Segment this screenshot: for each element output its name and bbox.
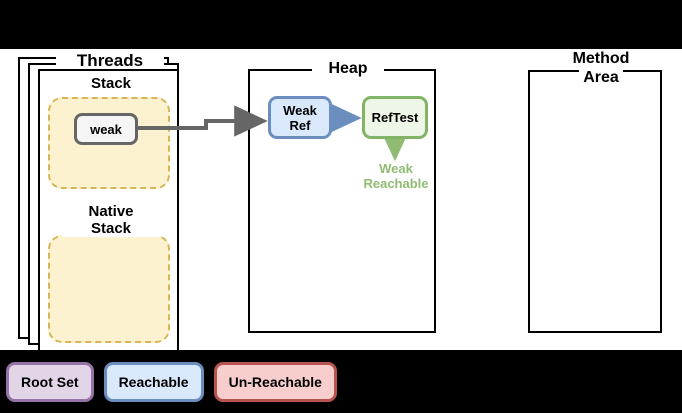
- weak-local-variable-box[interactable]: weak: [74, 113, 138, 145]
- legend-item-root-set[interactable]: Root Set: [6, 362, 94, 402]
- weakref-label-line2: Ref: [289, 117, 311, 133]
- method-area-region: [528, 70, 662, 333]
- weakref-object-box[interactable]: Weak Ref: [268, 96, 332, 139]
- weak-reachable-line2: Reachable: [363, 176, 429, 191]
- method-area-title-line1: Method: [568, 50, 634, 67]
- arrow-root-to-weakref: [138, 105, 268, 137]
- diagram-canvas: Threads Stack weak Native Stack Heap Wea…: [0, 49, 682, 353]
- method-area-title-line2: Area: [579, 69, 623, 86]
- native-stack-title-line2: Stack: [90, 220, 132, 237]
- reftest-label-line1: RefTest: [371, 110, 419, 125]
- native-stack-memory-area: [48, 235, 170, 343]
- heap-region-title: Heap: [312, 60, 384, 77]
- legend: Root Set Reachable Un-Reachable: [0, 361, 337, 403]
- native-stack-region-title: Native Stack: [62, 203, 160, 237]
- stack-region-title: Stack: [70, 75, 152, 92]
- reftest-object-box[interactable]: RefTest: [362, 96, 428, 139]
- weak-reachable-annotation: Weak Reachable: [342, 161, 450, 191]
- threads-region-title: Threads: [56, 52, 164, 69]
- method-area-region-title: Method Area: [546, 49, 656, 87]
- legend-item-reachable[interactable]: Reachable: [103, 362, 204, 402]
- weak-reachable-line1: Weak: [379, 161, 413, 176]
- weakref-label-line1: Weak: [283, 102, 317, 118]
- connector-arrows: [138, 102, 409, 162]
- top-letterbox-bar: [0, 0, 682, 49]
- native-stack-title-line1: Native: [88, 203, 134, 220]
- legend-item-un-reachable[interactable]: Un-Reachable: [213, 362, 337, 402]
